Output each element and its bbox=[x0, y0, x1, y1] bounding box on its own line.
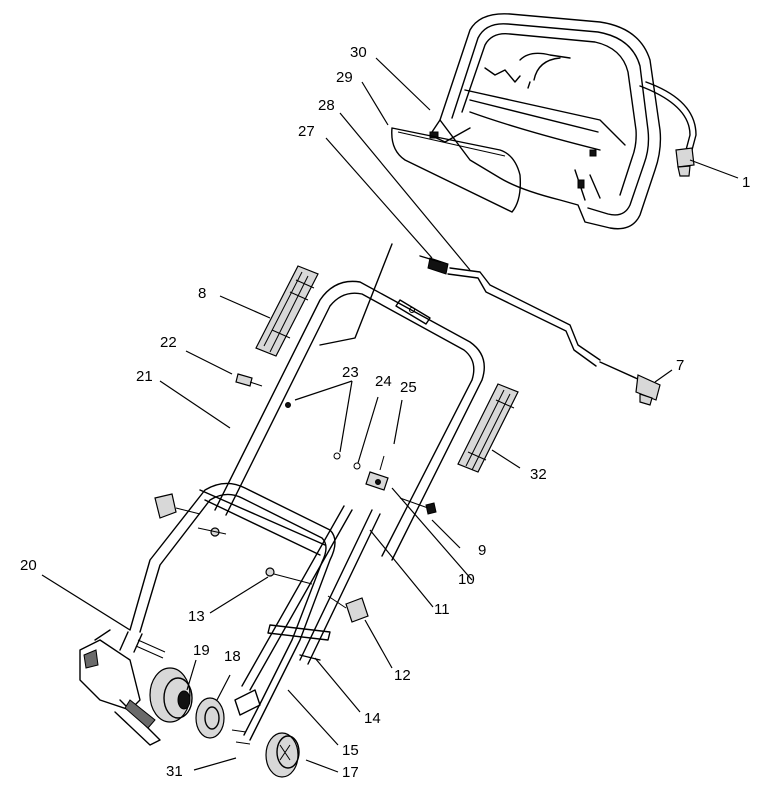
handle-grip-left bbox=[255, 265, 319, 357]
spring-spool bbox=[149, 667, 193, 723]
control-cable bbox=[447, 267, 661, 406]
callout-27: 27 bbox=[298, 123, 315, 140]
grass-bag-frame bbox=[429, 13, 662, 230]
grass-bag-strap bbox=[391, 127, 522, 213]
callout-15: 15 bbox=[342, 742, 359, 759]
wheel-cap bbox=[265, 732, 300, 778]
cable-tie bbox=[319, 243, 449, 346]
screw-22 bbox=[235, 373, 263, 387]
bolt-9 bbox=[399, 497, 437, 515]
callout-17: 17 bbox=[342, 764, 359, 781]
leader-lines bbox=[41, 57, 739, 773]
callout-7: 7 bbox=[676, 357, 684, 374]
pin-20 bbox=[135, 639, 166, 659]
callout-21: 21 bbox=[136, 368, 153, 385]
knob-left bbox=[154, 493, 201, 519]
bolt-13 bbox=[265, 567, 313, 585]
callout-20: 20 bbox=[20, 557, 37, 574]
callout-11: 11 bbox=[434, 601, 450, 618]
bolt-left bbox=[197, 527, 227, 537]
bag-cable bbox=[639, 81, 697, 177]
callout-18: 18 bbox=[224, 648, 241, 665]
callout-1: 1 bbox=[742, 174, 750, 191]
handle-grip-right bbox=[457, 383, 519, 473]
callout-29: 29 bbox=[336, 69, 353, 86]
callout-12: 12 bbox=[394, 667, 411, 684]
screw-23 bbox=[285, 402, 291, 408]
callout-31: 31 bbox=[166, 763, 183, 780]
callout-labels: 1 7 8 9 10 11 12 13 14 15 17 18 19 20 21… bbox=[20, 44, 750, 781]
callout-25: 25 bbox=[400, 379, 417, 396]
deck-mount bbox=[79, 629, 161, 746]
lower-fitting-15 bbox=[234, 689, 261, 716]
callout-23: 23 bbox=[342, 364, 359, 381]
callout-14: 14 bbox=[364, 710, 381, 727]
callout-13: 13 bbox=[188, 608, 205, 625]
callout-30: 30 bbox=[350, 44, 367, 61]
callout-28: 28 bbox=[318, 97, 335, 114]
callout-19: 19 bbox=[193, 642, 210, 659]
upper-handle bbox=[214, 280, 485, 561]
knob-12 bbox=[327, 595, 369, 623]
callout-10: 10 bbox=[458, 571, 475, 588]
washer-18 bbox=[195, 697, 225, 739]
callout-24: 24 bbox=[375, 373, 392, 390]
callout-9: 9 bbox=[478, 542, 486, 559]
washer-nut-pin bbox=[333, 452, 385, 471]
callout-22: 22 bbox=[160, 334, 177, 351]
callout-8: 8 bbox=[198, 285, 206, 302]
cable-clip bbox=[365, 471, 389, 491]
lower-bar bbox=[241, 505, 381, 691]
callout-32: 32 bbox=[530, 466, 547, 483]
screws-31 bbox=[231, 729, 251, 745]
